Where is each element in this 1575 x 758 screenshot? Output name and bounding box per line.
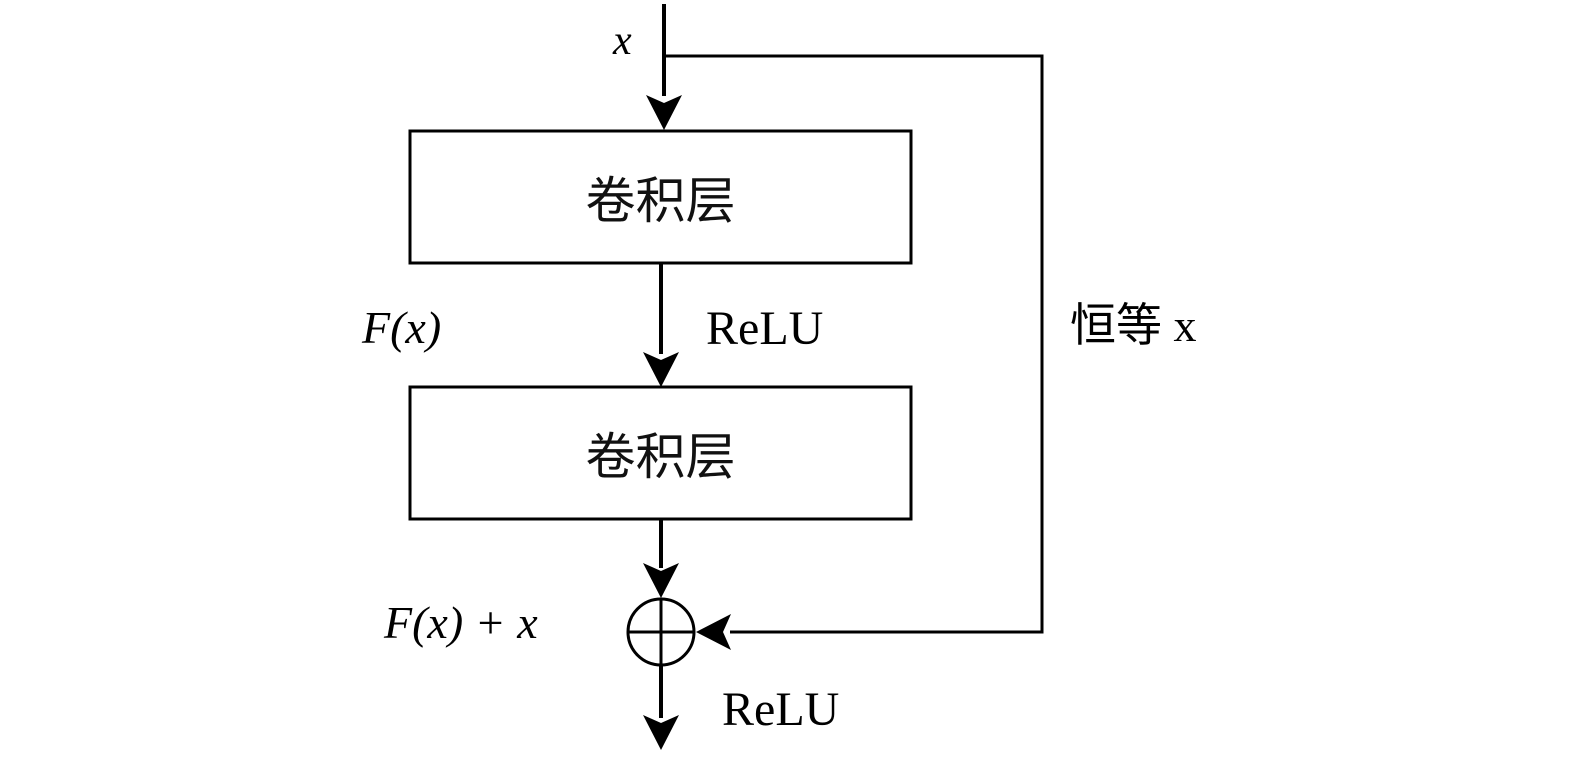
output-arrowhead — [643, 715, 679, 750]
relu-out-label: ReLU — [722, 683, 840, 736]
identity-shortcut-line — [664, 54, 1044, 634]
relu-mid-label: ReLU — [706, 302, 824, 355]
conv-block-2-label: 卷积层 — [585, 428, 736, 486]
conv-block-1 — [408, 129, 913, 265]
input-x-label: x — [613, 18, 632, 64]
input-arrowhead — [646, 95, 682, 130]
conv-block-1-label: 卷积层 — [585, 172, 736, 230]
sum-in-arrowhead — [643, 563, 679, 598]
conv-block-2 — [408, 385, 913, 521]
identity-arrowhead — [696, 614, 731, 650]
mid-arrowhead — [643, 352, 679, 387]
identity-x-label: 恒等 x — [1070, 300, 1197, 351]
sum-fx-plus-x-label: F(x) + x — [384, 597, 538, 648]
fx-label: F(x) — [362, 302, 442, 353]
